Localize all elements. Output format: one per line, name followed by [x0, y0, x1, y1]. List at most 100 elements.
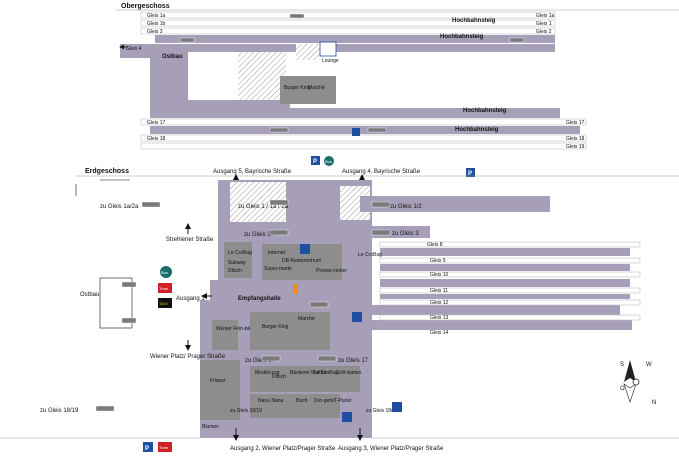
nanu-nana-label: Nanu Nana [258, 398, 284, 404]
hochbahnsteig-label: Hochbahnsteig [452, 18, 496, 24]
internet-label: Internet [268, 250, 286, 256]
tram-icon [158, 442, 172, 452]
info-icon [300, 244, 310, 254]
building-feinbaecker [212, 320, 238, 350]
le-crobag-label: Le CroBag [358, 252, 382, 258]
zu-gleis-17-label: zu Gleis 17 [338, 358, 369, 364]
gleis-label: Gleis 17 [147, 120, 166, 126]
escalator [121, 281, 137, 288]
gleis-label: Gleis 14 [430, 330, 449, 336]
escalator [289, 13, 305, 19]
ditsch-label: Ditsch [228, 268, 242, 274]
track-gleis-13 [379, 314, 641, 321]
building-shop [224, 242, 252, 278]
hochbahnsteig-label: Hochbahnsteig [455, 127, 499, 133]
blumen-label: Blumen [202, 424, 219, 430]
exit-3-label: Ausgang 3, Wiener Platz/Prager Straße [338, 446, 444, 452]
track-gleis-12 [379, 299, 641, 306]
track-gleis-17 [140, 118, 587, 126]
track-gleis-8 [379, 241, 641, 248]
escalator [509, 37, 525, 43]
corridor-gleis-14 [372, 320, 632, 330]
track-gleis-9 [379, 257, 641, 264]
gleis-label: Gleis 10 [430, 272, 449, 278]
escalator [269, 127, 289, 133]
compass-n: N [652, 400, 656, 406]
ground-floor-title: Erdgeschoss [85, 168, 129, 175]
right-tracks: Gleis 8 Gleis 9 Gleis 10 Gleis 11 Gleis … [379, 241, 641, 336]
gleis-label: Gleis 18 [147, 136, 166, 142]
track-gleis-1a [140, 11, 556, 19]
bus-icon [324, 156, 334, 166]
wiener-prager-label: Wiener Platz/ Prager Straße [150, 354, 226, 360]
zu-gleis-1819-left-label: zu Gleis 18/19 [40, 408, 79, 414]
track-gleis-11 [379, 287, 641, 294]
bus-icon [160, 266, 172, 278]
elevator-icon [392, 402, 402, 412]
gleis-label: Gleis 2 [536, 29, 552, 35]
hochbahnsteig-label: Hochbahnsteig [440, 34, 484, 40]
track-gleis-1 [140, 19, 556, 27]
burger-king-label: Burger King [284, 85, 311, 91]
svg-text:P: P [468, 171, 472, 177]
drogerie-label: Dro-gerie [314, 398, 335, 404]
ditsch-label: Ditsch [272, 374, 286, 380]
gleis-label: Gleis 11 [430, 288, 448, 294]
gleis-label: Gleis 1b [147, 21, 166, 27]
marche-label: Marché [298, 316, 315, 322]
subway-label: Subway [228, 260, 246, 266]
modellzug-label: Modell-zug [255, 370, 280, 376]
svg-text:P: P [313, 159, 317, 165]
svg-text:TAXI: TAXI [159, 301, 168, 306]
le-crobag-label: Le CroBag [228, 250, 252, 256]
t-punkt-label: T-Punkt [334, 398, 352, 404]
ostbau-connector [120, 44, 160, 58]
pressecenter-label: Presse-center [316, 268, 347, 274]
upper-floor: Obergeschoss Gleis 1a Gleis 1b Gleis 3 G… [116, 3, 679, 150]
friseur-label: Friseur [210, 378, 226, 384]
supermarkt-label: Super-markt [264, 266, 292, 272]
building-shops-row [250, 366, 360, 392]
parking-icon [143, 442, 153, 452]
escalator [367, 127, 387, 133]
svg-text:Tram: Tram [159, 445, 169, 450]
hatched-area-upper [296, 44, 320, 60]
platform-ground [380, 294, 630, 299]
escalator [261, 355, 281, 362]
taxi-icon [158, 298, 172, 308]
baeckerei-walther-label: Bäckerei Walther [290, 370, 328, 376]
gleis-label: Gleis 17 [566, 120, 585, 126]
lounge-box [319, 41, 337, 57]
gleis-label: Gleis 3 [147, 29, 163, 35]
compass-s: S [620, 362, 624, 368]
orange-marker [293, 284, 298, 294]
burger-king-label: Burger King [262, 324, 289, 330]
compass-w: W [646, 362, 652, 368]
hochbahnsteig-label: Hochbahnsteig [463, 108, 507, 114]
zu-gleis-1a2a-label: zu Gleis 1a/2a [100, 204, 139, 210]
platform-upper-1 [155, 35, 555, 43]
escalator [269, 199, 289, 206]
exit-2-label: Ausgang 2, Wiener Platz/Prager Straße [230, 446, 336, 452]
zu-gleis-1819-label: zu Gleis 18/19 [230, 408, 262, 414]
exit-5-label: Ausgang 5, Bayrische Straße [213, 169, 292, 175]
svg-text:P: P [145, 446, 149, 452]
escalator [371, 229, 391, 236]
parking-icon [311, 156, 320, 165]
elevator-icon [352, 128, 360, 136]
escalator [95, 405, 115, 412]
zu-gleis-3-label: zu Gleis 3 [392, 231, 419, 237]
zu-gleis-1-1a-2a-label: zu Gleis 1 / 1a / 2a [238, 204, 289, 210]
gleis-label: Gleis 1a [147, 13, 166, 19]
escalator [371, 201, 391, 208]
escalator [121, 317, 137, 324]
platform-upper-main [150, 44, 560, 118]
strehlener-label: Strehlener Straße [166, 237, 214, 243]
tram-icon [158, 283, 172, 293]
ostbau-label: Ostbau [80, 292, 99, 298]
parking-icon [466, 168, 475, 177]
upper-floor-title: Obergeschoss [121, 3, 170, 10]
platform-ground [380, 248, 630, 256]
corridor-gleis-12 [360, 196, 550, 212]
